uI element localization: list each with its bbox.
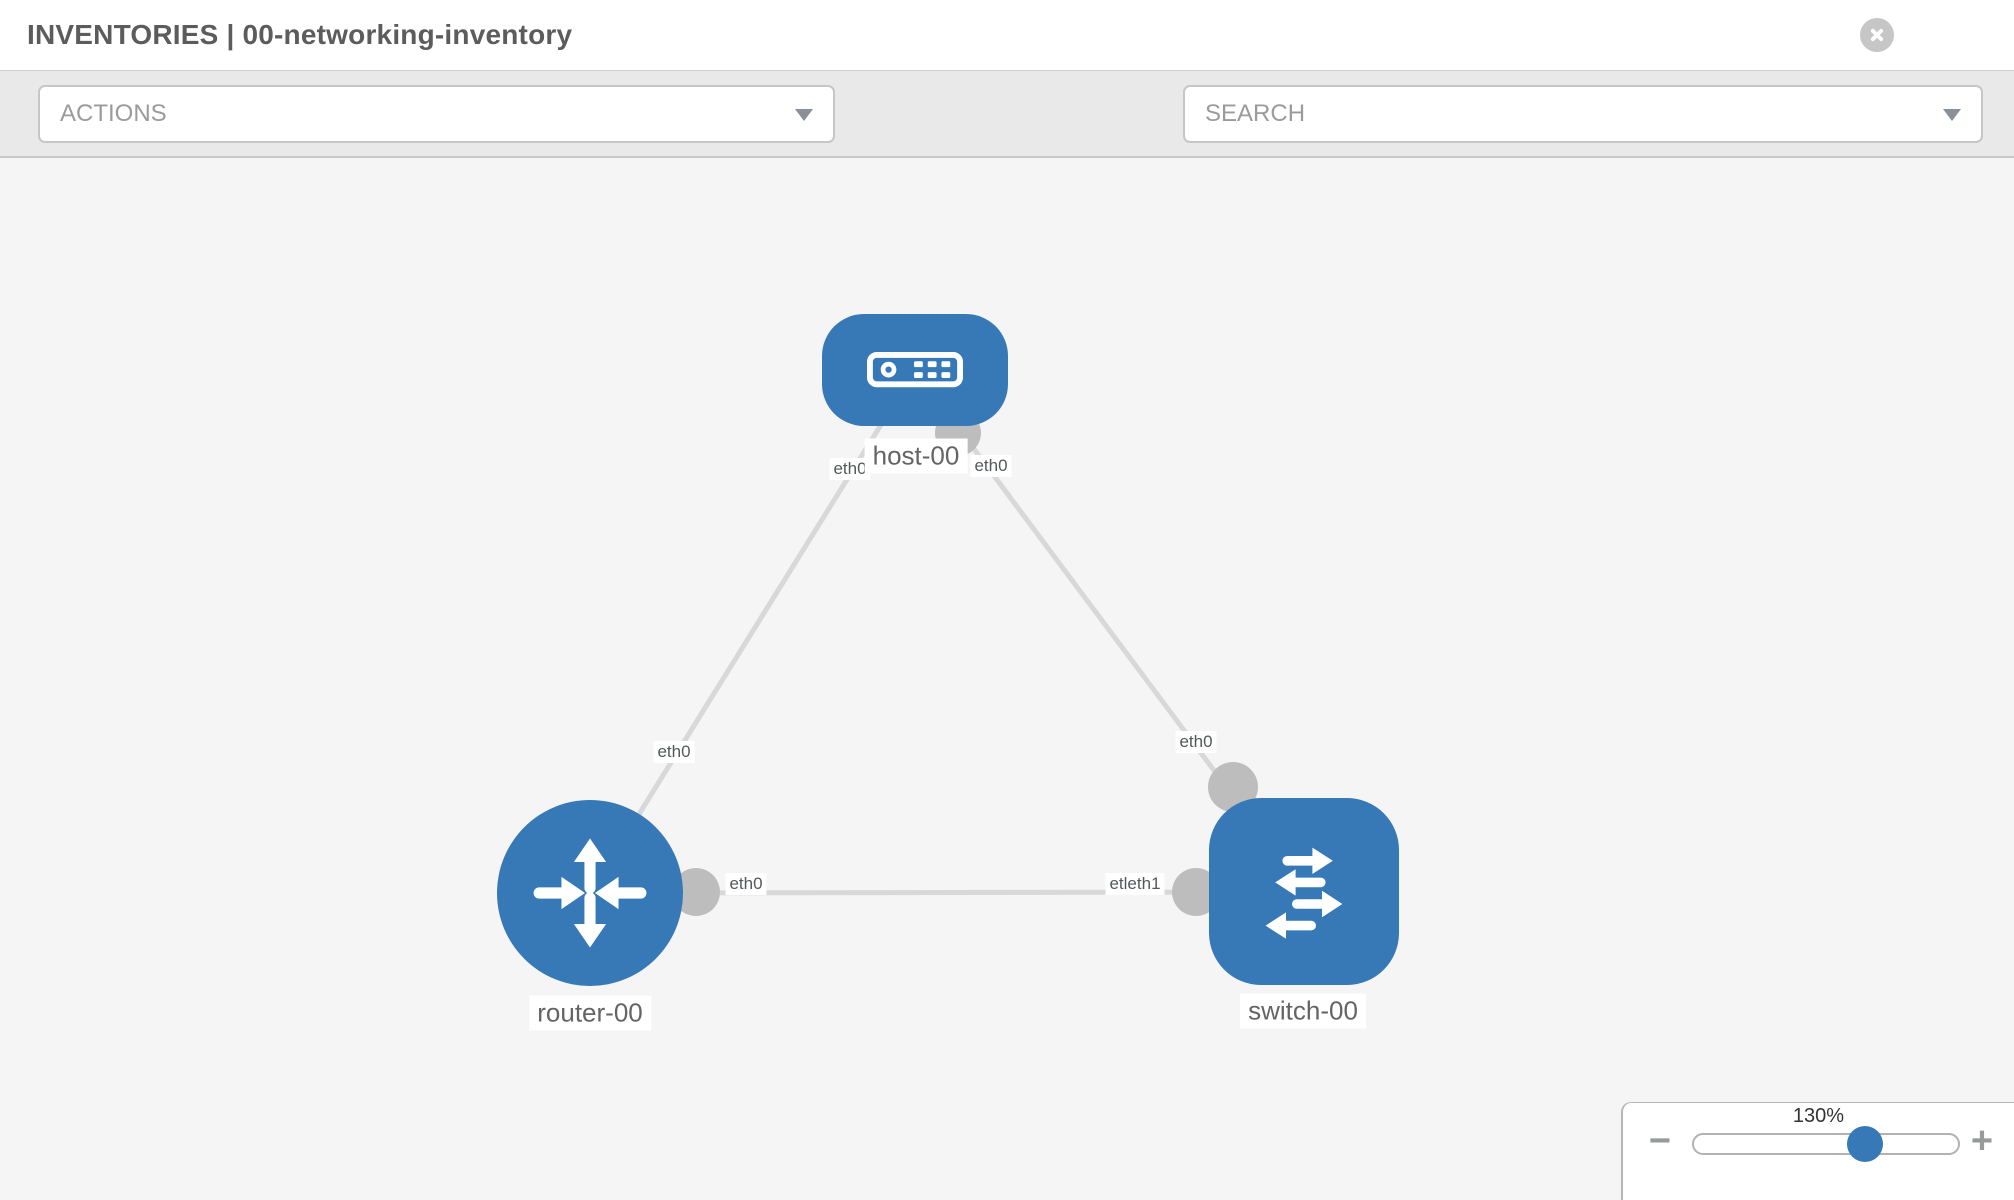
zoom-panel: 130% − + — [1621, 1102, 2014, 1200]
router-icon — [533, 838, 647, 948]
zoom-out-button[interactable]: − — [1648, 1120, 1672, 1162]
switch-icon — [1265, 847, 1343, 939]
node-label-router: router-00 — [529, 995, 651, 1031]
interface-label: eth0 — [970, 455, 1012, 477]
actions-dropdown-label: ACTIONS — [60, 100, 167, 127]
interface-label: eth0 — [653, 741, 695, 763]
interface-label: eth0 — [725, 873, 767, 895]
close-button[interactable] — [1860, 18, 1894, 52]
link-router-switch — [589, 889, 1305, 896]
close-icon — [1870, 28, 1884, 42]
header: INVENTORIES | 00-networking-inventory — [0, 0, 2014, 71]
chevron-down-icon — [1943, 109, 1961, 121]
node-host-00[interactable] — [822, 314, 1008, 426]
actions-dropdown[interactable]: ACTIONS — [38, 85, 835, 143]
node-label-switch: switch-00 — [1240, 993, 1366, 1029]
interface-label: etleth1 — [1105, 873, 1165, 895]
host-icon — [866, 352, 964, 388]
search-dropdown[interactable]: SEARCH — [1183, 85, 1983, 143]
zoom-in-button[interactable]: + — [1970, 1120, 1994, 1162]
zoom-slider-handle[interactable] — [1847, 1126, 1883, 1162]
zoom-slider-track[interactable] — [1692, 1133, 1960, 1155]
interface-label: eth0 — [1175, 731, 1217, 753]
toolbar: ACTIONS SEARCH — [0, 71, 2014, 158]
zoom-level-value: 130% — [1792, 1105, 1845, 1127]
node-switch-00[interactable] — [1209, 798, 1399, 985]
node-label-host: host-00 — [864, 438, 968, 474]
chevron-down-icon — [795, 109, 813, 121]
node-router-00[interactable] — [497, 800, 683, 986]
search-dropdown-label: SEARCH — [1205, 100, 1306, 127]
page-title: INVENTORIES | 00-networking-inventory — [27, 19, 573, 50]
